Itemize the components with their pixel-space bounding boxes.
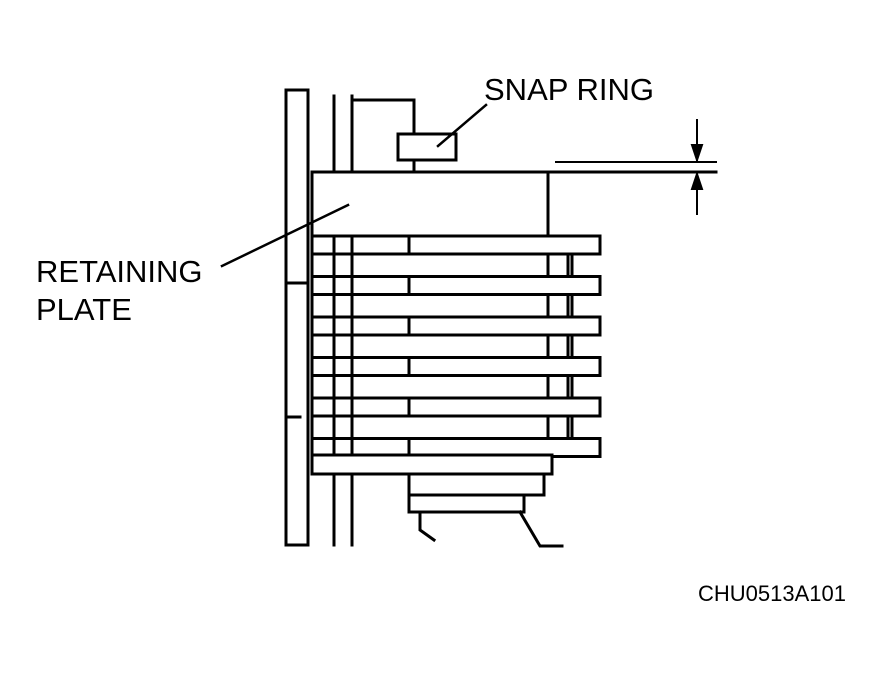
friction-plate xyxy=(310,315,602,337)
piston-base xyxy=(310,453,564,548)
clutch-plates xyxy=(310,234,602,458)
figure-code: CHU0513A101 xyxy=(698,581,846,606)
retaining-plate-label-line1: RETAINING xyxy=(36,254,203,289)
friction-plate xyxy=(310,356,602,377)
clearance-dimension xyxy=(555,119,717,215)
friction-plate xyxy=(310,234,602,256)
retaining-plate-label-line2: PLATE xyxy=(36,292,132,327)
retaining-plate xyxy=(310,170,718,238)
retaining-plate-leader-line xyxy=(220,203,350,268)
snap-ring-leader-line xyxy=(436,103,488,148)
snap-ring-label: SNAP RING xyxy=(484,72,654,107)
friction-plate xyxy=(310,396,602,418)
friction-plate xyxy=(310,275,602,296)
